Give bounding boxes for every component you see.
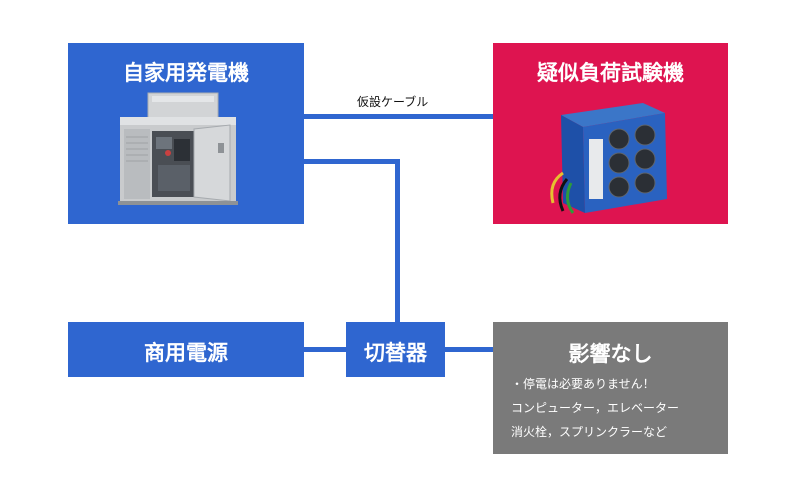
generator-box: 自家用発電機	[68, 43, 304, 224]
generator-to-switch-line-vertical	[395, 159, 400, 322]
switch-to-impact-line	[445, 347, 493, 352]
generator-to-switch-line-horizontal	[304, 159, 400, 164]
commercial-power-box: 商用電源	[68, 322, 304, 377]
load-tester-image	[550, 103, 667, 214]
commercial-power-title: 商用電源	[144, 341, 228, 365]
cable-label: 仮設ケーブル	[357, 95, 429, 109]
load-tester-box: 疑似負荷試験機	[493, 43, 728, 224]
impact-note-1: ・停電は必要ありません！	[511, 377, 655, 391]
impact-box: 影響なし ・停電は必要ありません！ コンピューター，エレベーター 消火栓，スプリ…	[493, 322, 728, 454]
load-tester-title: 疑似負荷試験機	[537, 61, 684, 85]
impact-note-3: 消火栓，スプリンクラーなど	[511, 425, 668, 439]
impact-title: 影響なし	[568, 342, 653, 366]
commercial-to-switch-line	[304, 347, 346, 352]
switch-box: 切替器	[346, 322, 445, 377]
generator-title: 自家用発電機	[123, 61, 249, 85]
impact-note-2: コンピューター，エレベーター	[511, 401, 680, 415]
switch-title: 切替器	[364, 341, 427, 365]
cable-line	[304, 114, 494, 119]
generator-image	[118, 92, 238, 205]
